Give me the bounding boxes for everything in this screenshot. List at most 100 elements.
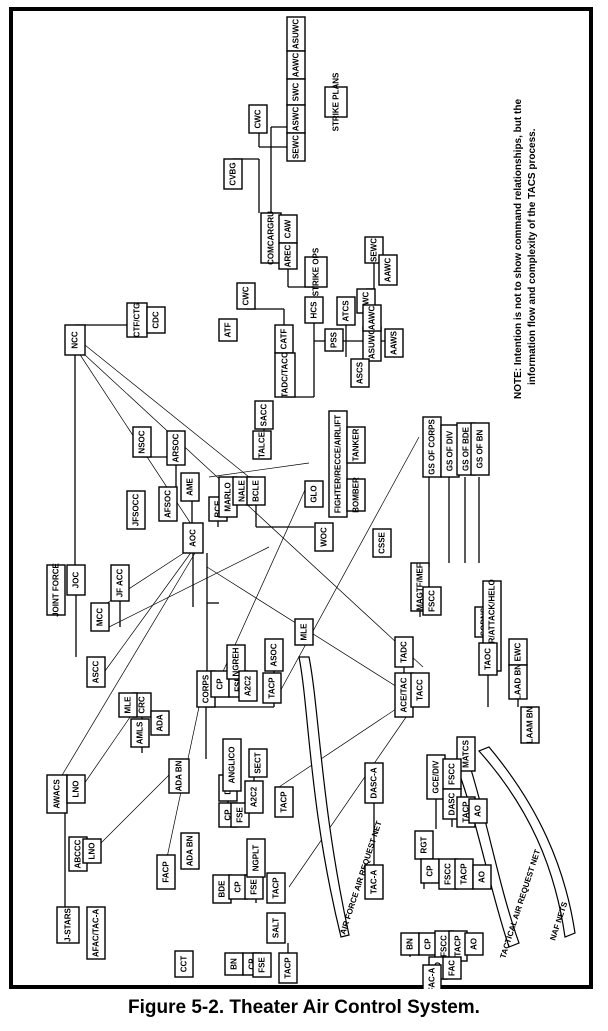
node-ewc: EWC (508, 638, 528, 666)
node-label: AOC (189, 529, 198, 547)
node-label: LAAM BN (526, 706, 535, 743)
info-flow-line (74, 336, 250, 478)
node-label: TACP (280, 791, 289, 813)
node-asoc: ASOC (264, 638, 284, 672)
node-cwc2: CWC (236, 282, 256, 310)
node-label: MCC (96, 608, 105, 626)
node-taca: TAC-A (364, 864, 384, 900)
node-bn: BN (224, 952, 244, 976)
node-label: DASC (448, 792, 457, 815)
node-label: ARSOC (172, 433, 181, 462)
node-swc: SWC (286, 78, 306, 106)
node-tacp: TACP (262, 672, 282, 704)
node-label: AREC (284, 244, 293, 267)
info-flow-line (84, 354, 424, 668)
node-adabn2: ADA BN (180, 832, 200, 870)
node-label: AO (470, 938, 479, 950)
node-anglico: ANGLICO (222, 738, 242, 792)
node-label: AME (186, 477, 195, 495)
node-label: AAWC (292, 53, 301, 78)
node-fse4: FSE (252, 952, 272, 978)
node-label: CTF/CTG (133, 303, 142, 338)
node-label: A2C2 (244, 675, 253, 696)
node-label: LNO (72, 781, 81, 798)
node-mle2: MLE (118, 692, 138, 718)
node-label: SACC (260, 403, 269, 426)
node-bde: BDE (212, 874, 232, 904)
node-label: BDE (218, 880, 227, 898)
node-label: AFAC/TAC-A (92, 909, 101, 958)
node-label: AAWS (390, 330, 399, 355)
node-label: AO (478, 871, 487, 883)
node-label: GCE/DIV (432, 760, 441, 794)
node-mcc: MCC (90, 602, 110, 632)
node-nsoc: NSOC (132, 426, 152, 458)
node-tacp2: TACP (274, 786, 294, 818)
node-label: CAW (284, 219, 293, 238)
node-label: CP (248, 958, 257, 970)
node-label: SECT (254, 752, 263, 773)
node-cdc: CDC (146, 306, 166, 334)
info-flow-line (288, 706, 414, 888)
node-label: TACP (268, 677, 277, 699)
node-label: CORPS (202, 674, 211, 703)
node-tanker: TANKER (346, 426, 366, 464)
node-label: ASCS (356, 361, 365, 384)
node-amls: AMLS (130, 718, 150, 748)
node-joc: JOC (66, 564, 86, 596)
connector-lines (54, 17, 519, 983)
node-label: EWC (514, 642, 523, 661)
node-label: TALCE (258, 431, 267, 458)
node-jfsocc: JFSOCC (126, 490, 146, 530)
node-label: CP (216, 678, 225, 690)
node-label: TACC (416, 679, 425, 701)
node-label: SEWC (292, 135, 301, 159)
node-cwc: CWC (248, 104, 268, 134)
node-aawc: AAWC (286, 50, 306, 80)
node-sacc: SACC (254, 400, 274, 430)
node-cp6: CP (418, 932, 438, 956)
node-label: ACE/TAC (400, 677, 409, 712)
note-line-2: information flow and complexity of the T… (527, 128, 538, 385)
node-label: CSSE (378, 531, 387, 553)
node-label: FSE (236, 807, 245, 823)
info-flow-line (88, 766, 178, 856)
note-group: NOTE: Intention is not to show command r… (513, 99, 538, 399)
node-label: MARLO (224, 482, 233, 511)
node-label: ATCS (342, 300, 351, 322)
info-flow-line (208, 462, 310, 478)
node-label: MLE (124, 696, 133, 714)
node-bcle: BCLE (246, 476, 266, 506)
node-label: GLO (310, 485, 319, 502)
node-strikeops: STRIKE OPS (304, 247, 328, 296)
node-dasca: DASC-A (364, 762, 384, 804)
info-flow-line (276, 436, 420, 698)
node-label: CP (424, 938, 433, 950)
node-label: BCLE (252, 479, 261, 501)
node-laambn: LAAM BN (520, 706, 540, 744)
node-ascs: ASCS (350, 358, 370, 388)
node-hcs: HCS (304, 296, 324, 324)
node-label: CP (224, 809, 233, 821)
node-label: BCE (214, 500, 223, 518)
node-label: BN (406, 938, 415, 950)
node-aoc: AOC (182, 522, 204, 554)
node-label: MATCS (462, 739, 471, 768)
node-fscc3: FSCC (438, 858, 458, 890)
node-taoc: TAOC (478, 642, 498, 676)
node-label: FSE (258, 957, 267, 973)
node-lno2: LNO (82, 838, 102, 864)
node-ao: AO (468, 798, 488, 824)
net-arrow-airforce (298, 656, 350, 938)
node-label: SWC (362, 291, 371, 310)
info-flow-line (100, 546, 270, 632)
node-woc: WOC (314, 522, 334, 552)
node-label: CRC (138, 696, 147, 714)
node-label: HCS (310, 301, 319, 319)
node-label: NSOC (138, 430, 147, 453)
node-label: AMLS (136, 721, 145, 744)
node-label: AAWC (368, 306, 377, 331)
node-lno: LNO (66, 774, 86, 804)
node-label: TADC/TACC (281, 352, 290, 398)
